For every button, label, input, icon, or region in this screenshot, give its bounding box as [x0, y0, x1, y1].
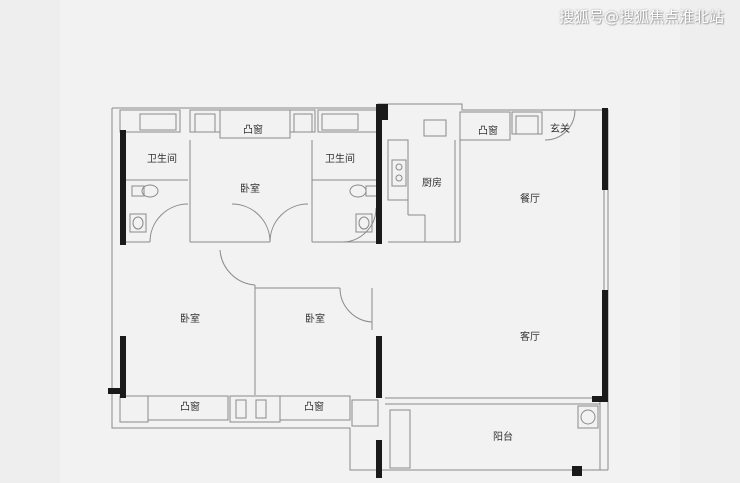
room-label-bay-window-bottom-left: 凸窗	[180, 400, 200, 413]
room-label-dining: 餐厅	[520, 192, 540, 205]
watermark: 搜狐号@搜狐焦点淮北站	[558, 8, 724, 26]
room-label-bay-window-top: 凸窗	[243, 123, 263, 136]
room-label-bathroom-left: 卫生间	[147, 152, 177, 165]
room-label-bedroom-top: 卧室	[240, 182, 260, 195]
room-label-bay-window-bottom-mid: 凸窗	[304, 400, 324, 413]
structural-walls	[108, 104, 608, 478]
room-label-bay-window-kitchen: 凸窗	[478, 124, 498, 137]
plan-outline	[111, 103, 609, 471]
room-label-entrance: 玄关	[550, 122, 570, 135]
room-label-balcony: 阳台	[493, 430, 513, 443]
room-label-living: 客厅	[520, 330, 540, 343]
room-label-bedroom-mid: 卧室	[305, 312, 325, 325]
room-label-kitchen: 厨房	[422, 176, 442, 189]
plan-fixtures	[129, 113, 599, 429]
room-label-bedroom-left: 卧室	[180, 312, 200, 325]
room-label-bathroom-right: 卫生间	[325, 152, 355, 165]
